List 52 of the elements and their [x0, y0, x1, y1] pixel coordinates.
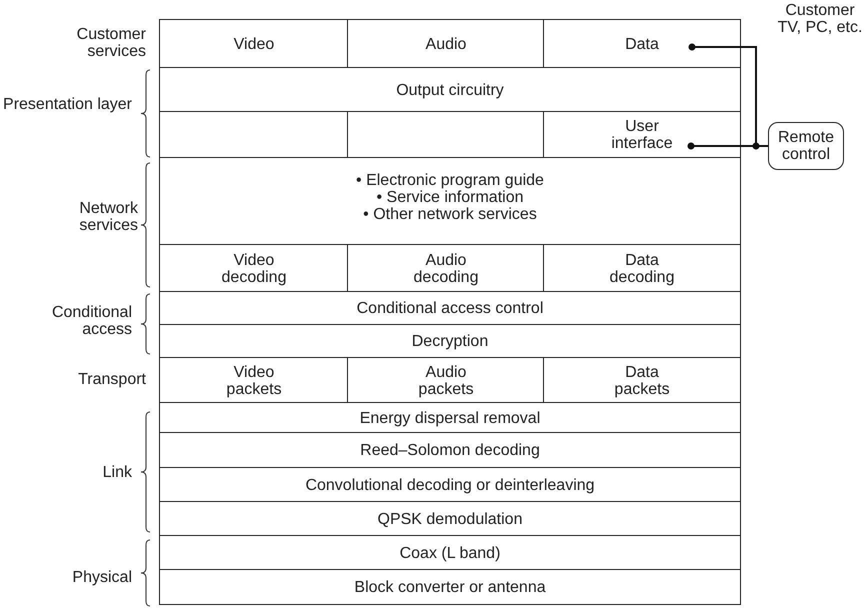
layer-name: Physical	[71, 569, 132, 586]
layer-name: Customer services	[76, 26, 146, 60]
layer-cell	[159, 501, 741, 537]
layer-cell	[159, 569, 741, 605]
device-box	[768, 122, 844, 170]
layer-cell	[159, 157, 741, 246]
layer-cell	[159, 432, 741, 469]
layer-cell	[159, 467, 741, 503]
bullet-item: • Other network services	[363, 206, 537, 224]
cell-text: Audio decoding	[412, 252, 480, 286]
cell-text: Audio	[426, 36, 466, 52]
bullet-item: • Electronic program guide	[356, 172, 544, 190]
cell-text: Video decoding	[220, 252, 288, 286]
layer-cell	[347, 357, 545, 404]
layer-name: Link	[102, 464, 132, 481]
cell-text: Decryption	[412, 333, 488, 350]
cell-text: Block converter or antenna	[354, 578, 546, 596]
cell-text: Video packets	[225, 364, 283, 398]
cell-text: QPSK demodulation	[378, 510, 522, 528]
layer-cell	[159, 535, 741, 571]
layer-cell	[543, 111, 741, 159]
layer-cell	[159, 244, 349, 293]
layer-cell	[159, 291, 741, 326]
layer-cell	[543, 357, 741, 404]
layer-cell	[159, 67, 741, 113]
layer-name: Transport	[77, 371, 146, 388]
layer-cell	[159, 357, 349, 404]
layer-cell	[543, 244, 741, 293]
layer-name: Conditional access	[50, 304, 132, 338]
layer-cell	[347, 244, 545, 293]
cell-text: User interface	[610, 118, 674, 152]
cell-text: Data	[625, 36, 659, 52]
cell-text: Data decoding	[608, 252, 676, 286]
layer-cell	[159, 402, 741, 434]
cell-text: Coax (L band)	[400, 544, 500, 562]
cell-text: Output circuitry	[396, 82, 504, 98]
layer-cell	[159, 324, 741, 359]
layer-cell	[543, 19, 741, 69]
cell-text: Remote control	[776, 129, 836, 163]
device-caption: Customer TV, PC, etc.	[776, 2, 864, 36]
layer-name: Presentation layer	[2, 96, 132, 113]
layer-cell	[159, 19, 349, 69]
cell-text: Conditional access control	[356, 300, 544, 317]
cell-text: Data packets	[613, 364, 671, 398]
cell-text: Audio packets	[417, 364, 475, 398]
cell-text: Convolutional decoding or deinterleaving	[305, 476, 595, 494]
bullet-item: • Service information	[376, 189, 524, 206]
layer-cell	[347, 19, 545, 69]
layer-name: Network services	[78, 200, 138, 234]
cell-text: Video	[234, 36, 274, 52]
cell-text: Reed–Solomon decoding	[360, 442, 540, 459]
cell-text: Energy dispersal removal	[360, 410, 540, 426]
